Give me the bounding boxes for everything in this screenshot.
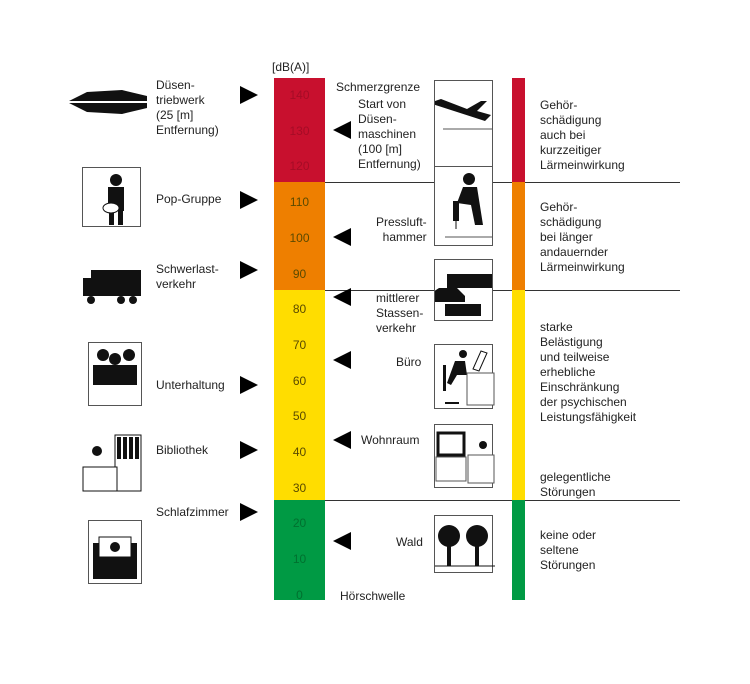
pointer-right-icon [240,86,258,104]
scale-tick-label: 30 [292,480,307,495]
effect-text-red: Gehör- schädigung auch bei kurzzeitiger … [540,98,625,172]
scale-tick-label: 120 [289,159,310,174]
truck-icon [82,255,141,309]
left-label-conversation: Unterhaltung [156,378,225,392]
right-label-airplane: Start von Düsen- maschinen (100 [m] Entf… [358,97,421,171]
pointer-right-icon [240,376,258,394]
effect-text-orange: Gehör- schädigung bei länger andauernder… [540,200,625,274]
pointer-right-icon [240,191,258,209]
scale-tick-label: 60 [292,373,307,388]
scale-tick-label: 0 [296,587,303,602]
effect-bar-green [512,500,525,600]
band-red [274,78,325,182]
scale-tick-label: 80 [292,302,307,317]
pop-group-icon [82,167,141,227]
scale-tick-label: 90 [292,266,307,281]
left-label-pop: Pop-Gruppe [156,192,222,206]
divider [325,500,680,501]
pointer-left-icon [333,228,351,246]
left-label-library: Bibliothek [156,443,209,457]
divider [325,182,680,183]
pointer-right-icon [240,441,258,459]
library-icon [80,430,144,494]
band-yellow [274,290,325,500]
pointer-left-icon [333,532,351,550]
pointer-left-icon [333,431,351,449]
scale-tick-label: 20 [292,516,307,531]
scale-tick-label: 110 [289,195,310,210]
traffic-icon [427,259,493,321]
unit-label: [dB(A)] [272,60,310,74]
right-label-forest: Wald [396,535,423,549]
jet-engine-icon [62,90,152,114]
living-room-icon [434,424,495,488]
scale-tick-label: 100 [289,230,310,245]
pointer-left-icon [333,288,351,306]
scale-tick-label: 140 [289,88,310,102]
office-icon [434,344,495,409]
forest-icon [434,515,495,573]
hearing-threshold-label: Hörschwelle [340,589,406,603]
divider [325,290,680,291]
band-green [274,500,325,600]
scale-tick-label: 50 [292,409,307,424]
effect-bar-red [512,78,525,182]
effect-text-yellow-low: gelegentliche Störungen [540,470,611,499]
scale-tick-label: 10 [292,552,307,567]
left-label-jet: Düsen- triebwerk (25 [m] Entfernung) [156,78,219,137]
conversation-icon [88,342,142,406]
right-label-living-room: Wohnraum [361,433,420,447]
right-label-traffic: mittlerer Stassen- verkehr [376,291,424,335]
effect-bar-orange [512,182,525,290]
jackhammer-icon [434,166,493,246]
effect-bar-yellow [512,290,525,500]
scale-tick-label: 70 [292,337,307,352]
pointer-left-icon [333,351,351,369]
pointer-right-icon [240,503,258,521]
scale-tick-label: 40 [292,445,307,459]
band-orange [274,182,325,290]
right-label-office: Büro [396,355,422,369]
pointer-right-icon [240,261,258,279]
right-label-jackhammer: Pressluft- hammer [376,215,427,244]
left-label-truck: Schwerlast- verkehr [156,262,219,291]
bed-icon [88,520,142,584]
effect-text-yellow: starke Belästigung und teilweise erhebli… [540,320,637,424]
pain-threshold-label: Schmerzgrenze [336,80,421,94]
airplane-icon [429,80,493,168]
scale-tick-label: 130 [289,123,310,138]
pointer-left-icon [333,121,351,139]
left-label-bedroom: Schlafzimmer [156,505,229,519]
effect-text-green: keine oder seltene Störungen [540,528,597,572]
